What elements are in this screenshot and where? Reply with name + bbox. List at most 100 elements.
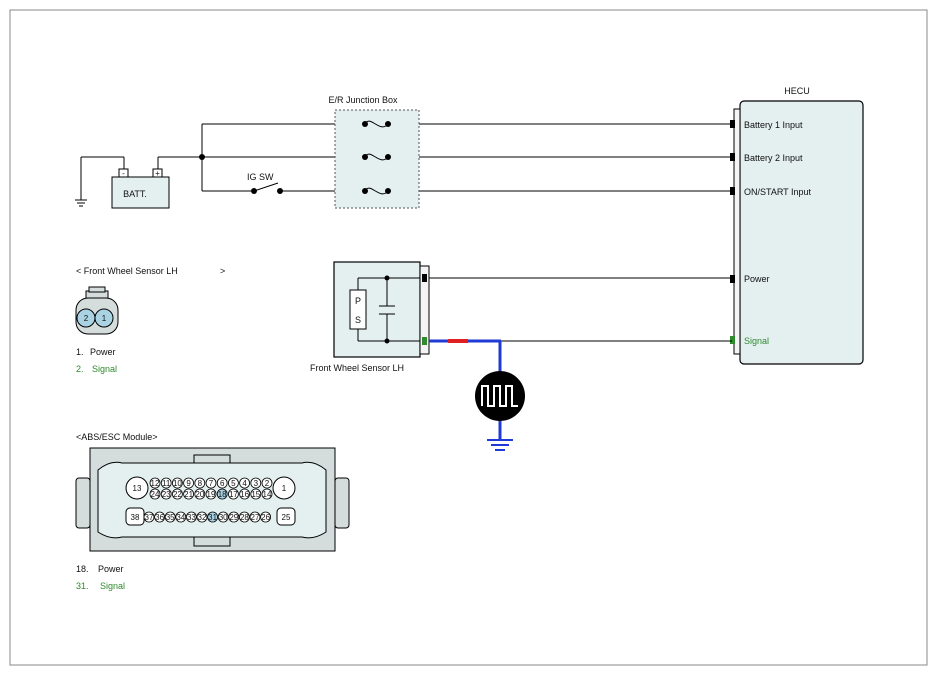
abs-pin-hole: [250, 477, 262, 489]
sensor-connector-face: 2 1: [75, 286, 119, 335]
abs-pin-label: 3: [254, 479, 259, 488]
abs-pin-label: 19: [207, 490, 216, 499]
abs-pin-hole: [261, 477, 273, 489]
abs-pin-hole: [239, 477, 251, 489]
abs-pin-label: 34: [176, 513, 185, 522]
abs-pin-hole: [149, 488, 161, 500]
abs-pin-hole: [228, 511, 240, 523]
abs-pin-hole: [216, 477, 228, 489]
sensor-connector-title-end: >: [220, 266, 225, 276]
abs-pin-label: 23: [162, 490, 171, 499]
abs-pin-hole: [154, 511, 166, 523]
fuse-terminals: [362, 121, 391, 194]
abs-pin-hole: [164, 511, 176, 523]
abs-pin-label: 2: [265, 479, 270, 488]
abs-pin-label: 10: [173, 479, 182, 488]
abs-pin-label: 12: [151, 479, 160, 488]
abs-pin-1: 1: [282, 484, 287, 493]
abs-pin-label: 20: [195, 490, 204, 499]
hecu-pin-power: Power: [744, 274, 770, 284]
abs-pin-label: 36: [155, 513, 164, 522]
battery: - + BATT.: [111, 168, 170, 209]
abs-pin-label: 31: [208, 513, 217, 522]
hecu-pin-on-start: ON/START Input: [744, 187, 812, 197]
diagram-frame: [9, 9, 928, 666]
abs-pin-label: 26: [261, 513, 270, 522]
wheel-sensor: P S Front Wheel Sensor LH: [310, 261, 430, 373]
sensor-element-p: P: [355, 296, 361, 306]
ig-switch-label: IG SW: [247, 172, 274, 182]
abs-pin-label: 28: [240, 513, 249, 522]
abs-pin-label: 35: [166, 513, 175, 522]
sensor-caption: Front Wheel Sensor LH: [310, 363, 404, 373]
junction-box-title: E/R Junction Box: [328, 95, 398, 105]
abs-legend-signal: Signal: [100, 581, 125, 591]
sensor-legend-num-1: 1.: [76, 347, 84, 357]
abs-pin-label: 32: [198, 513, 207, 522]
sensor-pin-1: 1: [102, 314, 107, 323]
ig-switch: IG SW: [247, 172, 283, 194]
abs-pin-label: 6: [220, 479, 225, 488]
sensor-legend-num-2: 2.: [76, 364, 84, 374]
abs-pin-hole: [194, 477, 206, 489]
abs-pin-label: 16: [240, 490, 249, 499]
battery-plus-label: +: [155, 169, 160, 178]
abs-pin-hole: [185, 511, 197, 523]
abs-pin-label: 8: [198, 479, 203, 488]
sensor-legend-signal: Signal: [92, 364, 117, 374]
abs-pin-25: 25: [282, 513, 291, 522]
abs-pin-hole: [216, 488, 228, 500]
abs-pin-hole: [260, 511, 272, 523]
hecu-pin-battery1: Battery 1 Input: [744, 120, 803, 130]
abs-pin-label: 30: [219, 513, 228, 522]
abs-pin-13: 13: [133, 484, 142, 493]
abs-pin-label: 22: [173, 490, 182, 499]
abs-pin-hole: [183, 488, 195, 500]
abs-pin-label: 15: [251, 490, 260, 499]
abs-pin-hole: [171, 477, 183, 489]
abs-legend-num-31: 31.: [76, 581, 89, 591]
abs-pin-label: 5: [231, 479, 236, 488]
abs-pin-hole: [261, 488, 273, 500]
abs-pin-hole: [250, 488, 262, 500]
abs-pin-label: 7: [209, 479, 214, 488]
abs-legend-power: Power: [98, 564, 124, 574]
abs-pin-hole: [238, 511, 250, 523]
abs-pin-hole: [160, 488, 172, 500]
splice-dot: [199, 154, 205, 160]
abs-pin-hole: [143, 511, 155, 523]
abs-connector-title: <ABS/ESC Module>: [76, 432, 158, 442]
abs-pin-hole: [227, 477, 239, 489]
abs-pin-label: 29: [229, 513, 238, 522]
abs-pin-label: 21: [184, 490, 193, 499]
sensor-pin-2: 2: [84, 314, 89, 323]
abs-pin-hole: [205, 488, 217, 500]
abs-pin-label: 24: [151, 490, 160, 499]
sensor-connector-section: < Front Wheel Sensor LH > 2 1 1. Power 2…: [75, 266, 225, 374]
abs-pin-hole: [149, 477, 161, 489]
abs-pin-label: 37: [145, 513, 154, 522]
abs-pin-hole: [249, 511, 261, 523]
abs-pin-hole: [175, 511, 187, 523]
battery-ground-symbol: [75, 199, 87, 207]
hecu-title: HECU: [784, 86, 810, 96]
sensor-element-s: S: [355, 315, 361, 325]
hecu-pin-signal: Signal: [744, 336, 769, 346]
abs-pin-label: 4: [242, 479, 247, 488]
abs-pin-hole: [183, 477, 195, 489]
abs-pin-label: 18: [218, 490, 227, 499]
hecu-pin-battery2: Battery 2 Input: [744, 153, 803, 163]
abs-pin-label: 27: [251, 513, 260, 522]
abs-legend-num-18: 18.: [76, 564, 89, 574]
battery-label: BATT.: [123, 189, 147, 199]
abs-pin-label: 9: [186, 479, 191, 488]
shielded-signal-wire: [429, 339, 513, 451]
abs-pin-label: 33: [187, 513, 196, 522]
sensor-connector-title: < Front Wheel Sensor LH: [76, 266, 178, 276]
abs-pin-label: 17: [229, 490, 238, 499]
waveform-icon: [475, 371, 525, 421]
abs-pin-hole: [239, 488, 251, 500]
